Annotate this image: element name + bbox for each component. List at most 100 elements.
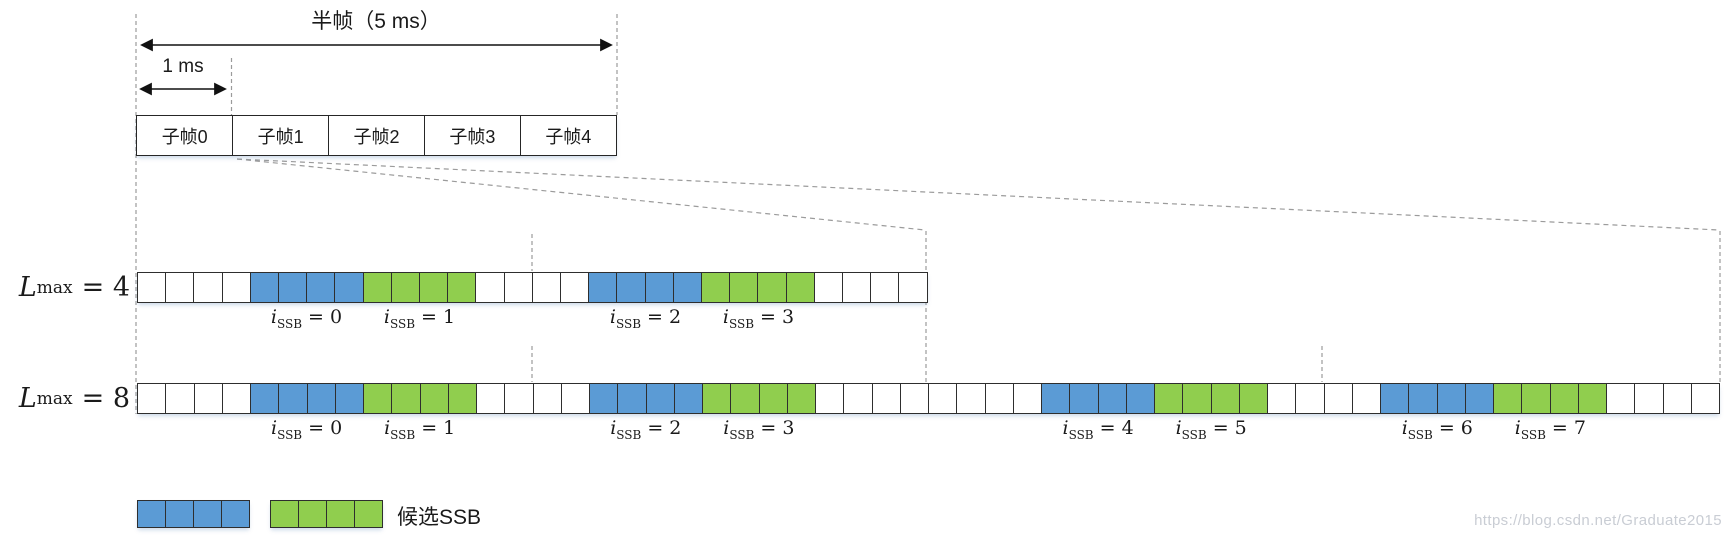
symbol-cell-green [786,383,817,414]
symbol-cell-blue [278,272,308,303]
symbol-cell-white [1267,383,1297,414]
ssb-index-label: iSSB= 3 [723,417,795,442]
symbol-cell-white [1606,383,1636,414]
symbol-cell-white [815,383,845,414]
symbol-cell-green [1521,383,1551,414]
subframe-cell: 子帧0 [136,115,234,156]
lmax4-symbol-row [137,272,928,303]
symbol-cell-green [701,272,731,303]
legend-label: 候选SSB [397,506,482,529]
symbol-cell-green [702,383,732,414]
symbol-cell-white [137,272,167,303]
symbol-cell-blue [1464,383,1495,414]
symbol-cell-white [1351,383,1382,414]
symbol-cell-blue [334,383,365,414]
symbol-cell-blue [334,272,364,303]
symbol-cell-white [843,383,873,414]
symbol-cell-green [447,272,477,303]
symbol-cell-green [419,272,449,303]
legend-cell-blue [164,500,195,528]
symbol-cell-white [165,383,195,414]
symbol-cell-white [1662,383,1693,414]
symbol-cell-green [1182,383,1212,414]
legend-cell-green [270,500,300,528]
legend-cell-green [325,500,356,528]
ssb-index-label: iSSB= 3 [722,306,795,331]
subframe-cell: 子帧1 [231,115,330,156]
legend-cell-blue [192,500,223,528]
legend-cell-blue [137,500,167,528]
symbol-cell-green [447,383,478,414]
symbol-cell-green [785,272,816,303]
legend-blue-block [137,500,250,528]
ssb-index-label: iSSB= 6 [1401,417,1473,442]
symbol-cell-white [193,383,224,414]
symbol-cell-green [1493,383,1523,414]
symbol-cell-blue [306,383,337,414]
ssb-index-label: iSSB= 1 [384,417,456,442]
symbol-cell-white [221,272,252,303]
dashed-guides [135,14,1721,414]
watermark: https://blog.csdn.net/Graduate2015 [1474,512,1722,529]
legend-green-block [270,500,383,528]
symbol-cell-white [870,272,900,303]
symbol-cell-blue [1436,383,1467,414]
symbol-cell-green [363,383,393,414]
symbol-cell-white [898,272,928,303]
symbol-cell-white [475,272,505,303]
one-ms-label: 1 ms [162,56,204,77]
symbol-cell-white [503,272,534,303]
ssb-index-label: iSSB= 5 [1175,417,1247,442]
symbol-cell-blue [673,383,704,414]
symbol-cell-blue [645,383,676,414]
symbol-cell-white [928,383,958,414]
symbol-cell-white [476,383,506,414]
subframe-cell: 子帧2 [327,115,426,156]
symbol-cell-blue [1380,383,1410,414]
symbol-cell-green [730,383,760,414]
symbol-cell-blue [1041,383,1071,414]
symbol-cell-blue [644,272,675,303]
symbol-cell-white [1295,383,1325,414]
symbol-cell-white [1012,383,1043,414]
symbol-cell-white [1323,383,1354,414]
symbol-cell-green [1154,383,1184,414]
symbol-cell-white [193,272,223,303]
symbol-cell-white [984,383,1015,414]
symbol-cell-green [390,272,421,303]
ssb-index-label: iSSB= 7 [1514,417,1586,442]
symbol-cell-blue [249,272,280,303]
symbol-cell-blue [1125,383,1156,414]
symbol-cell-green [729,272,759,303]
symbol-cell-green [391,383,421,414]
ssb-index-label: iSSB= 4 [1062,417,1134,442]
symbol-cell-white [221,383,252,414]
symbol-cell-white [813,272,844,303]
symbol-cell-blue [306,272,336,303]
symbol-cell-white [137,383,167,414]
symbol-cell-white [842,272,872,303]
symbol-cell-blue [589,383,619,414]
symbol-cell-white [531,272,562,303]
symbol-cell-white [871,383,902,414]
subframe-cell: 子帧4 [519,115,618,156]
symbol-cell-green [1577,383,1608,414]
lmax8-symbol-row [137,383,1721,414]
symbol-cell-green [1549,383,1580,414]
symbol-cell-blue [1408,383,1438,414]
symbol-cell-white [899,383,930,414]
symbol-cell-green [758,383,789,414]
symbol-cell-blue [278,383,308,414]
ssb-index-label: iSSB= 2 [609,306,682,331]
symbol-cell-white [560,272,590,303]
symbol-cell-blue [616,272,646,303]
symbol-cell-white [165,272,195,303]
halfframe-label: 半帧（5 ms） [311,10,441,33]
ssb-index-label: iSSB= 2 [610,417,682,442]
symbol-cell-green [757,272,787,303]
